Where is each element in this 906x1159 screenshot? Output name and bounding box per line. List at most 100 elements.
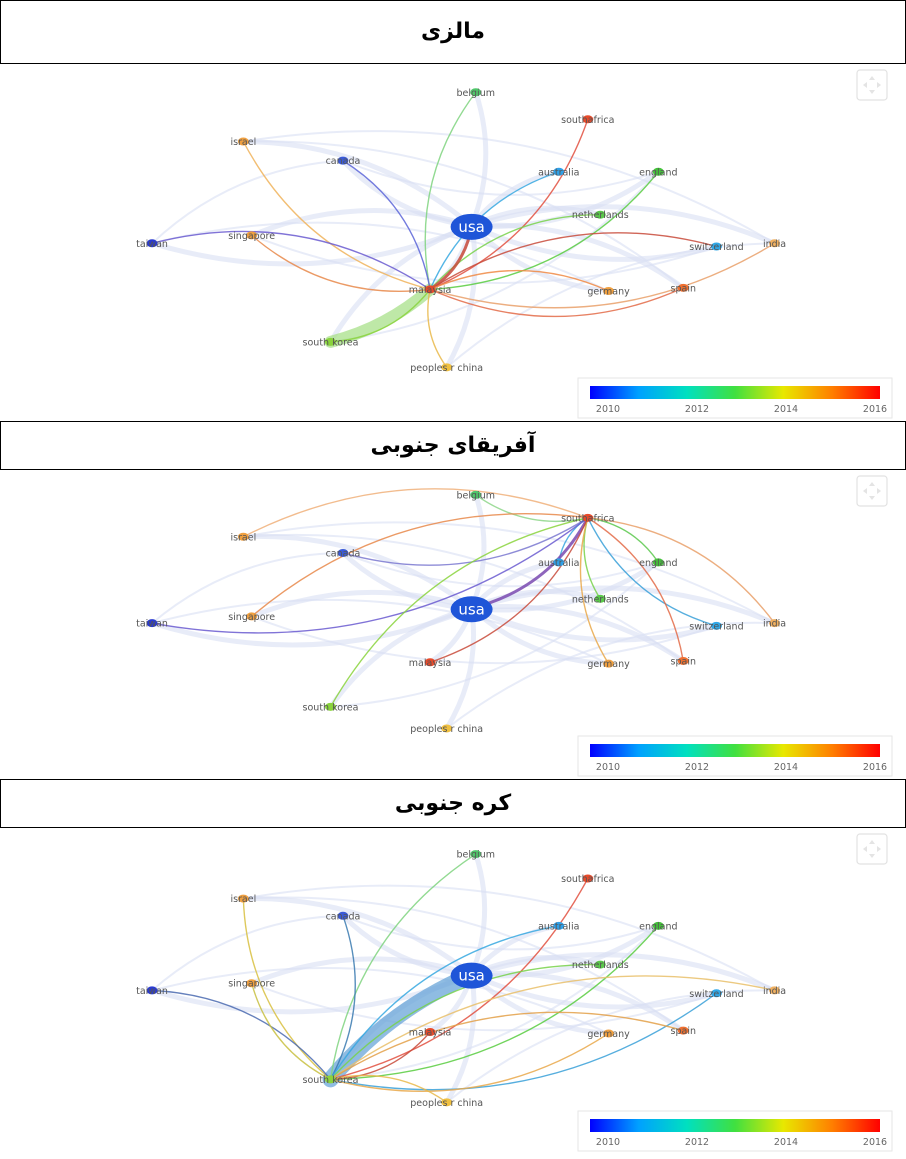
node-peoples-r-china[interactable]: peoples r china (410, 363, 483, 374)
pan-control-icon[interactable] (856, 69, 888, 101)
node-circle (470, 490, 482, 499)
link-india (587, 517, 776, 624)
node-circle (769, 619, 781, 628)
node-label: germany (587, 287, 630, 298)
node-label: england (639, 558, 677, 569)
node-label: spain (671, 1026, 696, 1037)
node-spain[interactable]: spain (671, 283, 696, 294)
pan-control-icon[interactable] (856, 475, 888, 507)
node-germany[interactable]: germany (587, 287, 630, 298)
node-england[interactable]: england (639, 558, 677, 569)
node-label: southafrica (561, 115, 614, 126)
link-israel (242, 898, 331, 1080)
node-circle (441, 363, 453, 372)
node-taiwan[interactable]: taiwan (136, 239, 168, 250)
node-taiwan[interactable]: taiwan (136, 619, 168, 630)
node-usa[interactable]: usa (450, 596, 493, 623)
node-canada[interactable]: canada (326, 156, 361, 167)
node-india[interactable]: india (763, 239, 786, 250)
node-germany[interactable]: germany (587, 659, 630, 670)
legend-tick-label: 2014 (774, 1137, 798, 1148)
link-india (429, 242, 775, 309)
node-singapore[interactable]: singapore (228, 612, 275, 623)
node-singapore[interactable]: singapore (228, 979, 275, 990)
node-spain[interactable]: spain (671, 1026, 696, 1037)
node-malaysia[interactable]: malaysia (409, 285, 452, 296)
node-taiwan[interactable]: taiwan (136, 986, 168, 997)
node-singapore[interactable]: singapore (228, 231, 275, 242)
node-label: canada (326, 911, 361, 922)
node-label: singapore (228, 979, 275, 990)
node-circle (237, 894, 249, 903)
node-malaysia[interactable]: malaysia (409, 1028, 452, 1039)
node-circle (424, 658, 436, 667)
focus-links (152, 853, 775, 1103)
pan-control-icon[interactable] (856, 833, 888, 865)
link-india (330, 975, 775, 1080)
node-south-korea[interactable]: south korea (303, 1075, 359, 1086)
link-belgium (475, 494, 588, 523)
node-southafrica[interactable]: southafrica (561, 513, 614, 524)
node-circle (441, 1098, 453, 1107)
node-germany[interactable]: germany (587, 1029, 630, 1040)
background-link (250, 589, 473, 619)
node-israel[interactable]: israel (230, 532, 256, 543)
node-usa[interactable]: usa (450, 962, 493, 989)
node-label: peoples r china (410, 724, 483, 735)
node-switzerland[interactable]: switzerland (689, 989, 743, 1000)
node-canada[interactable]: canada (326, 911, 361, 922)
node-circle (603, 659, 615, 668)
node-label: usa (458, 967, 485, 985)
node-peoples-r-china[interactable]: peoples r china (410, 1098, 483, 1109)
node-peoples-r-china[interactable]: peoples r china (410, 724, 483, 735)
node-australia[interactable]: australia (538, 167, 579, 178)
node-netherlands[interactable]: netherlands (572, 594, 629, 605)
background-link (446, 989, 775, 1104)
focus-links (151, 91, 775, 368)
link-southafrica (330, 878, 589, 1081)
nodes: belgium southafrica israel canada australia e… (136, 850, 786, 1109)
legend-tick-label: 2016 (863, 762, 887, 773)
node-belgium[interactable]: belgium (457, 490, 495, 501)
node-switzerland[interactable]: switzerland (689, 621, 743, 632)
background-link (243, 140, 684, 289)
node-usa[interactable]: usa (450, 213, 493, 240)
node-england[interactable]: england (639, 921, 677, 932)
link-switzerland (587, 517, 717, 627)
node-south-korea[interactable]: south korea (303, 337, 359, 348)
node-belgium[interactable]: belgium (457, 88, 495, 99)
node-southafrica[interactable]: southafrica (561, 874, 614, 885)
node-england[interactable]: england (639, 167, 677, 178)
legend-gradient-bar (590, 1119, 880, 1132)
node-australia[interactable]: australia (538, 558, 579, 569)
node-switzerland[interactable]: switzerland (689, 242, 743, 253)
node-israel[interactable]: israel (230, 894, 256, 905)
background-link (243, 896, 474, 977)
node-circle (424, 285, 436, 294)
node-australia[interactable]: australia (538, 921, 579, 932)
node-south-korea[interactable]: south korea (303, 702, 359, 713)
node-circle (603, 287, 615, 296)
node-israel[interactable]: israel (230, 137, 256, 148)
node-circle (769, 986, 781, 995)
background-link (471, 560, 660, 613)
node-label: netherlands (572, 960, 629, 971)
background-link (243, 533, 474, 611)
node-label: spain (671, 656, 696, 667)
node-netherlands[interactable]: netherlands (572, 210, 629, 221)
node-malaysia[interactable]: malaysia (409, 658, 452, 669)
node-india[interactable]: india (763, 619, 786, 630)
legend-tick-label: 2016 (863, 1137, 887, 1148)
node-belgium[interactable]: belgium (457, 850, 495, 861)
node-circle (146, 986, 158, 995)
node-india[interactable]: india (763, 986, 786, 997)
node-canada[interactable]: canada (326, 548, 361, 559)
link-switzerland (429, 232, 717, 291)
node-circle (553, 167, 565, 176)
node-netherlands[interactable]: netherlands (572, 960, 629, 971)
node-southafrica[interactable]: southafrica (561, 115, 614, 126)
node-label: peoples r china (410, 363, 483, 374)
node-spain[interactable]: spain (671, 656, 696, 667)
nodes: belgium southafrica israel canada australia e… (136, 490, 786, 735)
